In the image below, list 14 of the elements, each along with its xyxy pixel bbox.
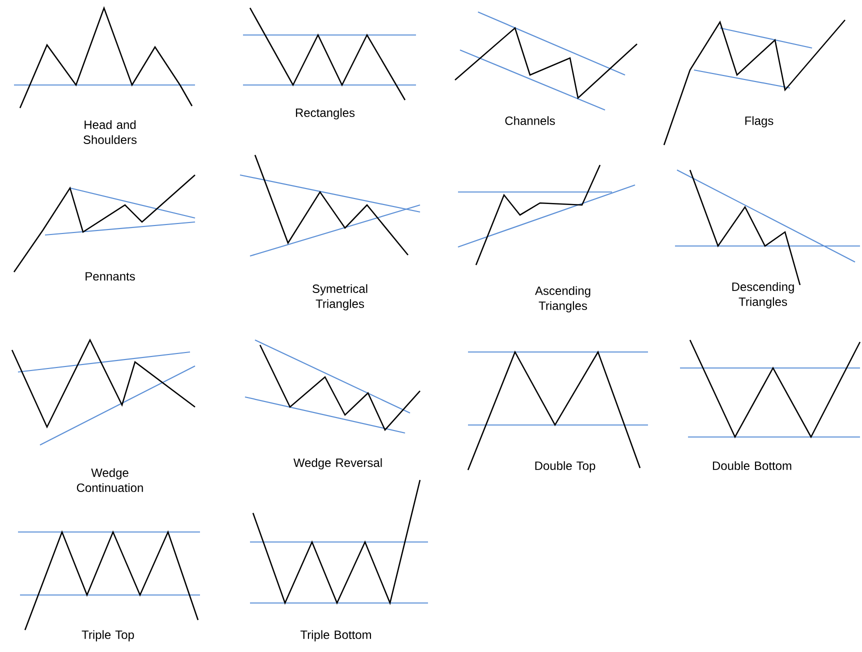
pattern-label: Ascending Triangles — [535, 286, 590, 312]
pattern-label: Triple Bottom — [300, 630, 371, 642]
pattern-label: Double Bottom — [712, 461, 792, 470]
pattern-label: Head and Shoulders — [84, 120, 137, 144]
pattern-label: Channels — [505, 116, 555, 125]
pattern-label: Wedge Reversal — [293, 458, 382, 470]
pattern-label: Triple Top — [82, 630, 134, 642]
pattern-label: Wedge Continuation — [76, 468, 143, 492]
pattern-label: Double Top — [535, 461, 596, 472]
pattern-label: Flags — [745, 116, 774, 128]
pattern-label: Descending Triangles — [732, 282, 794, 308]
pattern-label: Symetrical Triangles — [312, 284, 368, 310]
pattern-label: Rectangles — [296, 108, 355, 120]
pattern-label: Pennants — [86, 272, 135, 281]
